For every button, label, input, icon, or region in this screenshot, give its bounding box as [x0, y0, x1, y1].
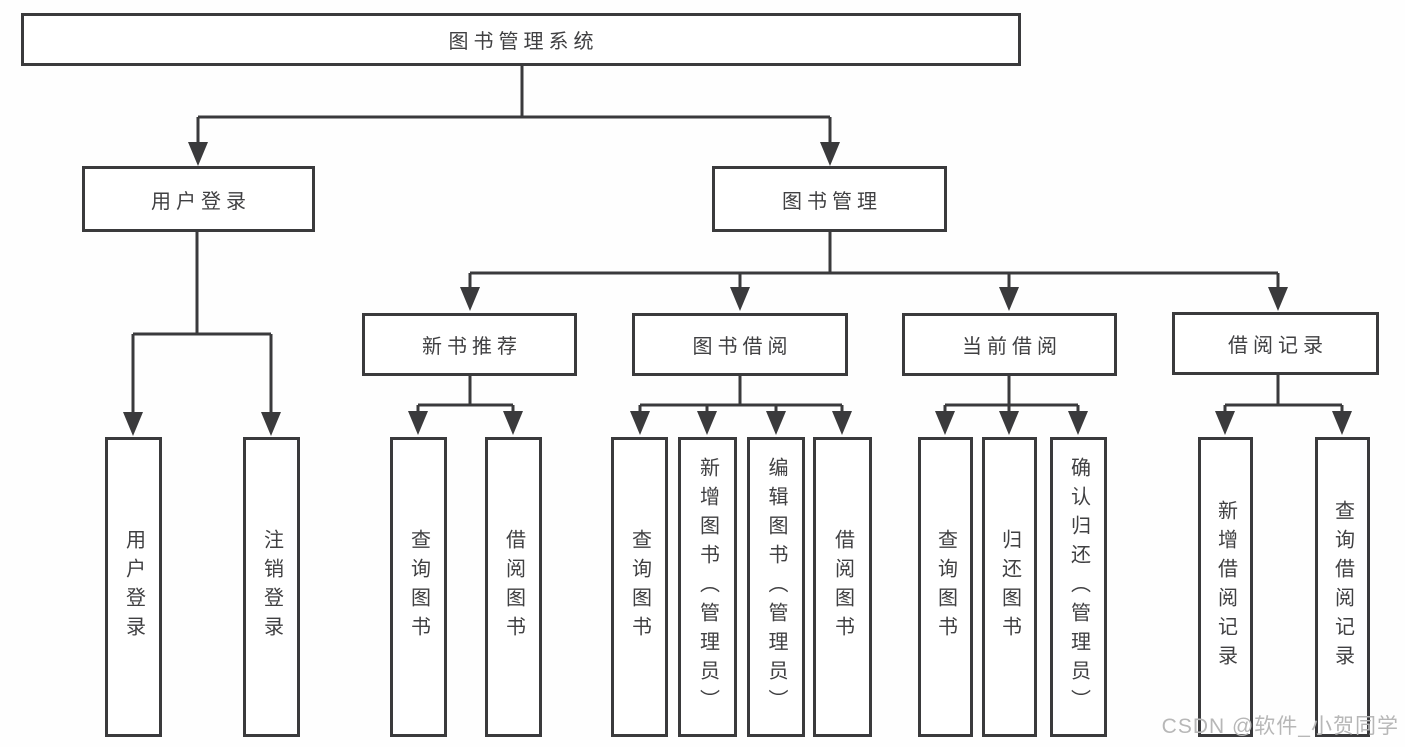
leaf-edit-book-admin: 编辑图书（管理员） — [747, 437, 805, 737]
node-label: 新增借阅记录 — [1214, 500, 1237, 674]
leaf-return-book: 归还图书 — [982, 437, 1037, 737]
node-label: 图书管理系统 — [448, 31, 599, 53]
node-label: 新增图书（管理员） — [696, 456, 719, 718]
leaf-borrowing-query-book: 查询图书 — [611, 437, 668, 737]
node-book-borrowing: 图书借阅 — [632, 313, 848, 376]
node-label: 借阅记录 — [1228, 335, 1328, 357]
node-label: 编辑图书（管理员） — [765, 456, 787, 718]
leaf-confirm-return-admin: 确认归还（管理员） — [1050, 437, 1107, 737]
leaf-add-borrow-record: 新增借阅记录 — [1198, 437, 1253, 737]
node-root-system: 图书管理系统 — [21, 13, 1021, 66]
leaf-logout: 注销登录 — [243, 437, 300, 737]
node-label: 查询图书 — [407, 529, 430, 645]
node-label: 图书管理 — [782, 190, 882, 213]
node-label: 查询借阅记录 — [1331, 500, 1354, 674]
node-label: 用户登录 — [151, 190, 251, 213]
node-label: 归还图书 — [998, 529, 1021, 645]
node-label: 新书推荐 — [422, 336, 522, 358]
node-label: 查询图书 — [628, 529, 651, 645]
leaf-recommend-borrow-book: 借阅图书 — [485, 437, 542, 737]
node-label: 当前借阅 — [962, 336, 1062, 358]
node-label: 借阅图书 — [831, 529, 854, 645]
node-current-borrowing: 当前借阅 — [902, 313, 1117, 376]
node-book-management: 图书管理 — [712, 166, 947, 232]
leaf-borrowing-borrow-book: 借阅图书 — [813, 437, 872, 737]
leaf-user-login: 用户登录 — [105, 437, 162, 737]
leaf-current-query-book: 查询图书 — [918, 437, 973, 737]
arrowhead-icons — [123, 142, 1352, 436]
csdn-watermark: CSDN @软件_小贺同学 — [1161, 715, 1399, 738]
node-new-book-recommend: 新书推荐 — [362, 313, 577, 376]
node-label: 注销登录 — [260, 529, 283, 645]
node-borrowing-records: 借阅记录 — [1172, 312, 1379, 375]
node-label: 图书借阅 — [692, 336, 793, 358]
node-label: 借阅图书 — [502, 529, 525, 645]
leaf-query-borrow-record: 查询借阅记录 — [1315, 437, 1370, 737]
node-user-login: 用户登录 — [82, 166, 315, 232]
node-label: 用户登录 — [122, 529, 145, 645]
leaf-add-book-admin: 新增图书（管理员） — [678, 437, 737, 737]
node-label: 查询图书 — [934, 529, 957, 645]
leaf-recommend-query-book: 查询图书 — [390, 437, 447, 737]
node-label: 确认归还（管理员） — [1067, 456, 1090, 718]
